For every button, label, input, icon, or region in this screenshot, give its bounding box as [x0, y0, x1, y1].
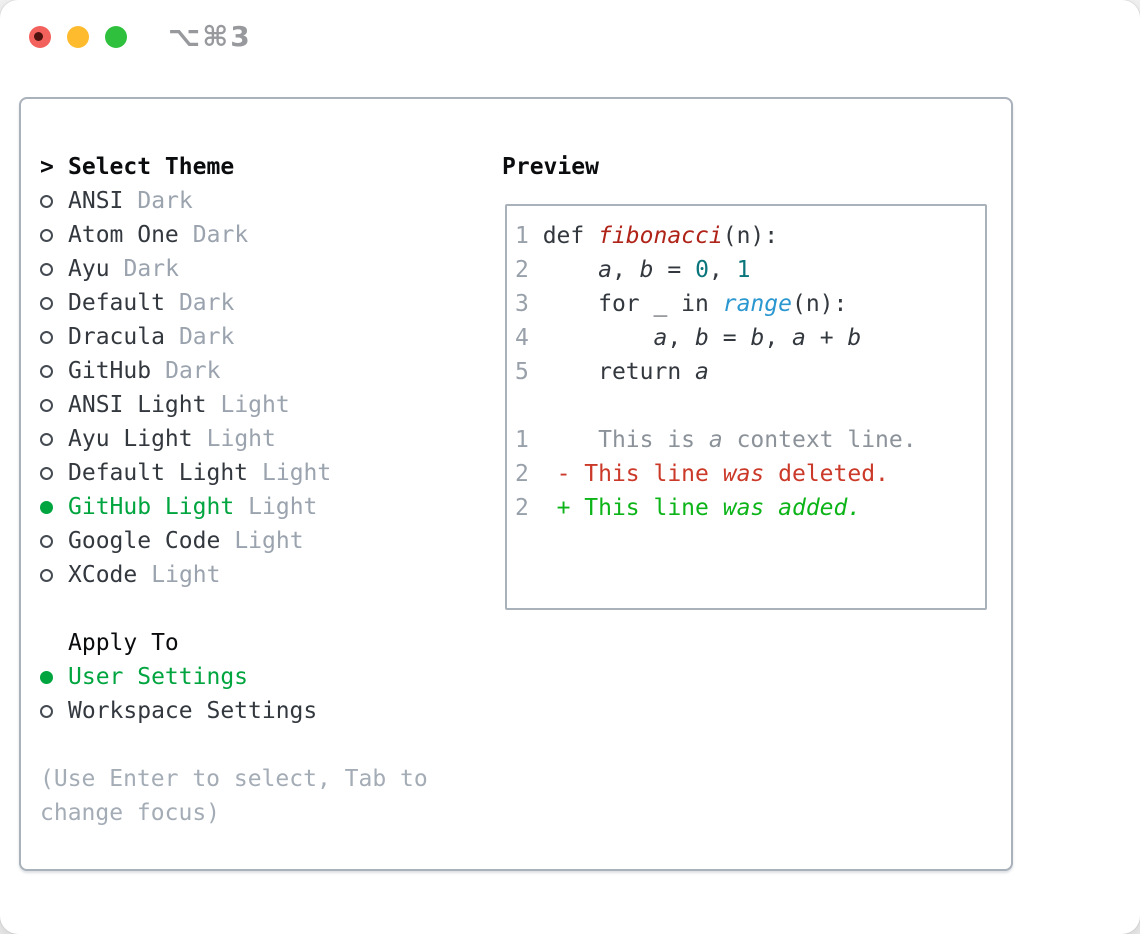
radio-icon [40, 262, 53, 276]
code-line: 2 - This line was deleted. [515, 461, 889, 487]
option-variant: Light [220, 392, 290, 418]
radio-icon [40, 296, 53, 310]
apply-option[interactable]: Workspace Settings [40, 694, 428, 728]
option-variant: Light [248, 494, 318, 520]
code-line: 4 a, b = b, a + b [515, 325, 862, 351]
prompt-marker: > [40, 150, 68, 184]
radio-icon [40, 670, 53, 684]
theme-option[interactable]: ANSI Light Light [40, 388, 428, 422]
apply-to-list: User Settings Workspace Settings [40, 660, 428, 728]
option-variant: Dark [137, 188, 193, 214]
radio-icon [40, 704, 53, 718]
window-title: ⌥⌘3 [168, 20, 252, 53]
radio-icon [40, 228, 53, 242]
option-name: Dracula [68, 324, 165, 350]
option-variant: Dark [123, 256, 179, 282]
radio-marker [40, 262, 68, 276]
radio-marker [40, 194, 68, 208]
radio-marker [40, 432, 68, 446]
radio-icon [40, 466, 53, 480]
option-name: GitHub [68, 358, 152, 384]
radio-marker [40, 500, 68, 514]
theme-option[interactable]: Dracula Dark [40, 320, 428, 354]
option-variant: Light [234, 528, 304, 554]
help-text-line-1: (Use Enter to select, Tab to [40, 766, 428, 792]
radio-icon [40, 330, 53, 344]
radio-icon [40, 568, 53, 582]
radio-marker [40, 466, 68, 480]
theme-option[interactable]: Ayu Dark [40, 252, 428, 286]
code-line: 3 for _ in range(n): [515, 291, 848, 317]
preview-pane: 1 def fibonacci(n): 2 a, b = 0, 1 3 for _ … [505, 204, 987, 610]
code-line: 2 a, b = 0, 1 [515, 257, 751, 283]
radio-icon [40, 500, 53, 514]
option-name: ANSI Light [68, 392, 207, 418]
option-name: Atom One [68, 222, 179, 248]
code-line: 1 def fibonacci(n): [515, 223, 779, 249]
window-controls [29, 26, 127, 48]
select-theme-title: Select Theme [68, 154, 235, 180]
theme-option[interactable]: GitHub Dark [40, 354, 428, 388]
theme-option[interactable]: XCode Light [40, 558, 428, 592]
select-theme-header: > Select Theme [40, 150, 428, 184]
theme-option[interactable]: Default Dark [40, 286, 428, 320]
option-variant: Light [206, 426, 276, 452]
option-variant: Dark [165, 358, 221, 384]
radio-icon [40, 534, 53, 548]
option-name: XCode [68, 562, 138, 588]
option-name: Default [68, 290, 165, 316]
radio-marker [40, 568, 68, 582]
option-name: Ayu [68, 256, 110, 282]
radio-marker [40, 670, 68, 684]
radio-marker [40, 534, 68, 548]
radio-icon [40, 364, 53, 378]
code-line: 2 + This line was added. [515, 495, 862, 521]
option-name: GitHub Light [68, 494, 235, 520]
radio-marker [40, 364, 68, 378]
prompt-caret: > [40, 154, 54, 180]
option-variant: Light [151, 562, 221, 588]
option-variant: Light [262, 460, 332, 486]
option-name: User Settings [68, 664, 249, 690]
code-line [515, 389, 985, 423]
theme-option-selected[interactable]: GitHub Light Light [40, 490, 428, 524]
radio-icon [40, 432, 53, 446]
code-line: 1 This is a context line. [515, 427, 917, 453]
apply-option-selected[interactable]: User Settings [40, 660, 428, 694]
option-name: Ayu Light [68, 426, 193, 452]
title-bar: ⌥⌘3 [0, 0, 1140, 74]
option-name: ANSI [68, 188, 124, 214]
radio-icon [40, 194, 53, 208]
code-line: 5 return a [515, 359, 709, 385]
spacer-row [40, 728, 428, 762]
radio-icon [40, 398, 53, 412]
option-variant: Dark [178, 290, 235, 316]
radio-marker [40, 398, 68, 412]
apply-to-header: Apply To [40, 626, 428, 660]
radio-marker [40, 704, 68, 718]
radio-marker [40, 330, 68, 344]
theme-option[interactable]: ANSI Dark [40, 184, 428, 218]
theme-option[interactable]: Ayu Light Light [40, 422, 428, 456]
theme-option[interactable]: Google Code Light [40, 524, 428, 558]
option-name: Workspace Settings [68, 698, 318, 724]
radio-marker [40, 296, 68, 310]
apply-to-title: Apply To [68, 630, 179, 656]
preview-title: Preview [502, 154, 599, 180]
close-button[interactable] [29, 26, 51, 48]
option-name: Google Code [68, 528, 221, 554]
theme-option[interactable]: Atom One Dark [40, 218, 428, 252]
help-text-line-2: change focus) [40, 800, 221, 826]
zoom-button[interactable] [105, 26, 127, 48]
option-variant: Dark [192, 222, 249, 248]
minimize-button[interactable] [67, 26, 89, 48]
option-variant: Dark [178, 324, 235, 350]
spacer-row [40, 592, 428, 626]
option-name: Default Light [68, 460, 249, 486]
radio-marker [40, 228, 68, 242]
theme-option[interactable]: Default Light Light [40, 456, 428, 490]
